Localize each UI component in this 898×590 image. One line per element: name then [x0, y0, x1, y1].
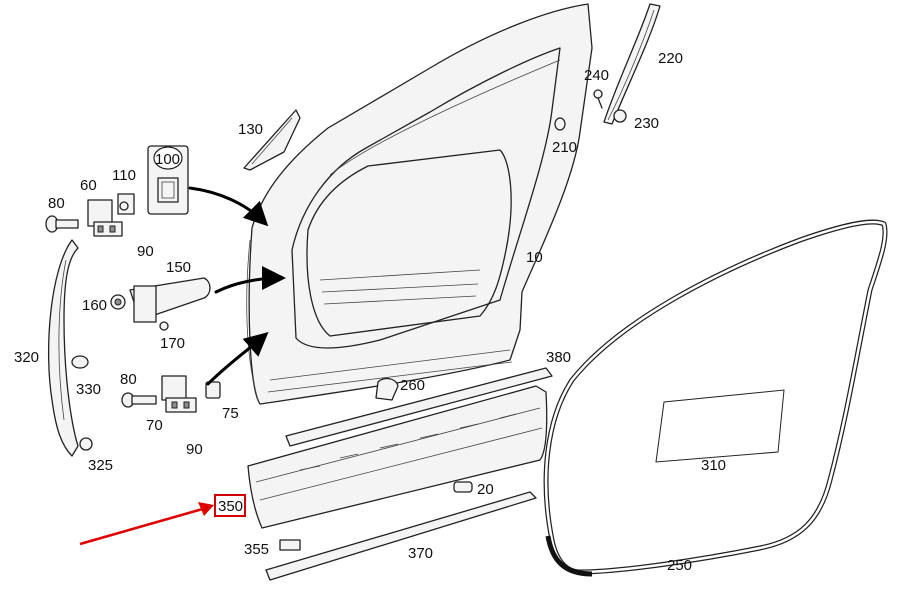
frame-trim [554, 3, 661, 131]
label-60: 60 [80, 177, 97, 194]
label-80b: 80 [120, 371, 137, 388]
label-355: 355 [244, 541, 269, 558]
label-150: 150 [166, 259, 191, 276]
upper-hinge [45, 193, 135, 237]
label-160: 160 [82, 297, 107, 314]
label-220: 220 [658, 50, 683, 67]
label-210: 210 [552, 139, 577, 156]
label-350: 350 [218, 498, 243, 515]
label-170: 170 [160, 335, 185, 352]
pillar-seal [47, 239, 93, 457]
door-shell [246, 3, 593, 405]
door-seal [543, 219, 888, 577]
label-320: 320 [14, 349, 39, 366]
lower-trims [247, 367, 553, 581]
label-325: 325 [88, 457, 113, 474]
clip-100 [147, 145, 189, 215]
label-130: 130 [238, 121, 263, 138]
part-labels: 10 20 60 70 75 80 80 90 90 100 110 130 1… [14, 50, 726, 574]
highlight-box [214, 494, 246, 517]
label-240: 240 [584, 67, 609, 84]
mirror-trim [243, 109, 301, 171]
door-check [110, 277, 211, 331]
label-330: 330 [76, 381, 101, 398]
label-110: 110 [112, 167, 136, 184]
label-260: 260 [400, 377, 425, 394]
highlighted-part-350: 350 [214, 494, 246, 517]
label-90a: 90 [137, 243, 154, 260]
label-10: 10 [526, 249, 543, 266]
label-80a: 80 [48, 195, 65, 212]
label-90b: 90 [186, 441, 203, 458]
label-380: 380 [546, 349, 571, 366]
label-75: 75 [222, 405, 239, 422]
leader-lines [188, 186, 286, 386]
label-370: 370 [408, 545, 433, 562]
label-100: 100 [155, 151, 180, 168]
label-230: 230 [634, 115, 659, 132]
label-70: 70 [146, 417, 163, 434]
highlight-arrow [79, 502, 214, 546]
lower-hinge [121, 375, 221, 413]
label-310: 310 [701, 457, 726, 474]
label-20: 20 [477, 481, 494, 498]
label-250: 250 [667, 557, 692, 574]
